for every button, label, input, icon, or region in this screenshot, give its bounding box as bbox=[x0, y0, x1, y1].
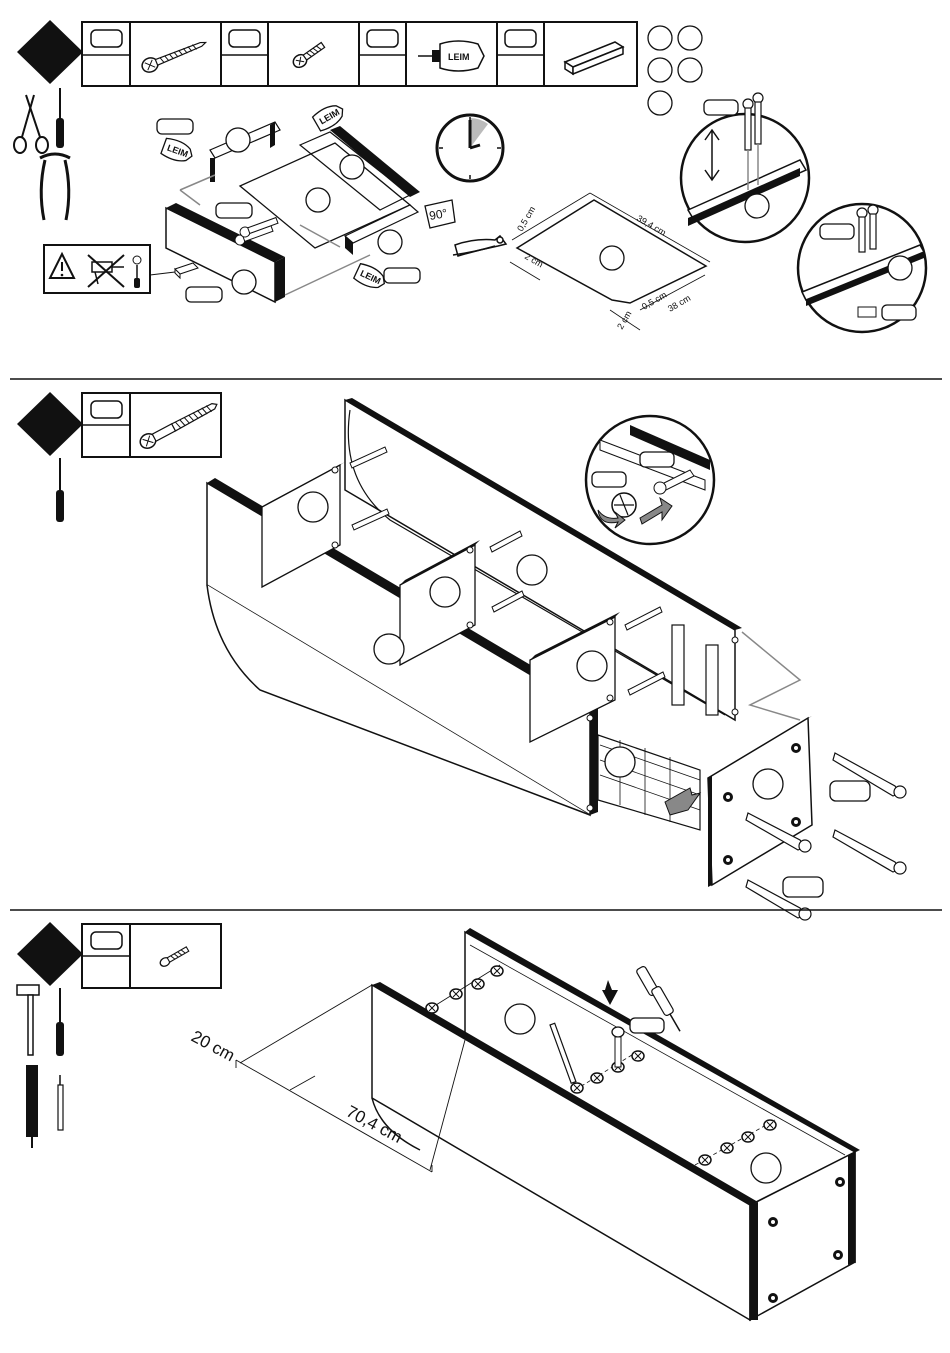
screwdriver-icon bbox=[56, 988, 64, 1056]
angle-indicator: 90° bbox=[425, 200, 455, 228]
drawer-assembly: LEIM LEIM LEIM bbox=[157, 101, 420, 302]
dim-label-5: 38 cm bbox=[666, 293, 692, 314]
step-1-parts-strip: LEIM bbox=[82, 22, 637, 86]
shelf-box bbox=[372, 928, 860, 1320]
step-2-badge bbox=[17, 392, 83, 456]
detail-circle-2 bbox=[798, 204, 926, 332]
step-2-parts-strip bbox=[82, 393, 221, 457]
step-1-badge bbox=[17, 20, 83, 84]
hammer-icon bbox=[17, 985, 39, 1055]
screwdriver-icon bbox=[56, 88, 64, 148]
clock-icon bbox=[437, 115, 503, 181]
step-2 bbox=[17, 392, 906, 920]
scissors-icon bbox=[14, 95, 48, 153]
detail-circle-1 bbox=[681, 93, 809, 242]
pencil-icon bbox=[58, 1075, 63, 1130]
bottom-panel: 0,5 cm 39,4 cm 2 cm 0,5 cm 38 cm 2 cm bbox=[510, 193, 710, 331]
part-circles bbox=[648, 26, 702, 115]
screwdriver-icon bbox=[56, 458, 64, 522]
pincers-icon bbox=[40, 154, 70, 220]
dim-label-1: 0,5 cm bbox=[515, 205, 537, 233]
dimension-label-1: 20 cm bbox=[188, 1027, 238, 1066]
detail-circle-3 bbox=[586, 416, 714, 544]
glue-bottle-label: LEIM bbox=[448, 52, 470, 62]
step-1: LEIM bbox=[14, 20, 926, 332]
drill-bit-icon bbox=[26, 1065, 38, 1148]
dim-label-6: 2 cm bbox=[615, 309, 633, 331]
step-3-parts-strip bbox=[82, 924, 221, 988]
step-3-badge bbox=[17, 922, 83, 986]
step-3: 20 cm 70,4 cm bbox=[17, 922, 860, 1320]
pliers-icon bbox=[453, 236, 506, 256]
